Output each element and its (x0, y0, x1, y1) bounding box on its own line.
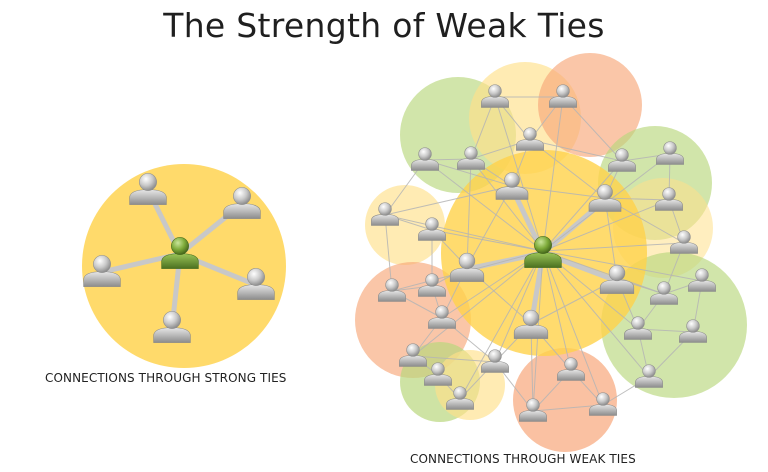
weak-tie-line (542, 250, 703, 282)
center-person-icon (524, 236, 562, 268)
person-icon (481, 349, 509, 373)
person-icon (481, 84, 509, 108)
person-icon (516, 127, 544, 151)
weak-tie-line (424, 159, 544, 252)
weak-tie-line (542, 250, 650, 378)
weak-tie-line (542, 96, 564, 252)
weak-tie-line (542, 250, 665, 295)
weak-ties-caption: CONNECTIONS THROUGH WEAK TIES (410, 452, 636, 466)
weak-tie-line (542, 199, 670, 252)
person-icon (519, 398, 547, 422)
center-person-icon (161, 237, 199, 269)
person-icon (656, 141, 684, 165)
weak-tie-line (542, 242, 685, 252)
weak-tie-line (384, 214, 544, 252)
person-icon (513, 309, 549, 339)
person-icon (418, 273, 446, 297)
person-icon (237, 268, 275, 300)
person-icon (129, 173, 167, 205)
person-icon (679, 319, 707, 343)
person-icon (371, 202, 399, 226)
person-icon (83, 255, 121, 287)
weak-tie-line (494, 96, 544, 252)
person-icon (650, 281, 678, 305)
person-icon (411, 147, 439, 171)
person-icon (589, 392, 617, 416)
person-icon (399, 343, 427, 367)
person-icon (549, 84, 577, 108)
person-icon (624, 316, 652, 340)
person-icon (688, 268, 716, 292)
weak-tie-line (466, 158, 472, 268)
person-icon (428, 305, 456, 329)
person-icon (655, 187, 683, 211)
weak-tie-line (459, 250, 544, 400)
weak-tie-line (412, 250, 544, 357)
weak-tie-line (542, 160, 623, 252)
person-icon (495, 172, 529, 200)
person-icon (588, 184, 622, 212)
weak-tie-line (542, 250, 604, 406)
person-icon (378, 278, 406, 302)
weak-tie-line (511, 185, 606, 199)
weak-tie-line (532, 404, 604, 412)
person-icon (457, 146, 485, 170)
person-icon (608, 148, 636, 172)
person-icon (153, 311, 191, 343)
weak-tie-line (529, 139, 623, 162)
weak-tie-line (384, 214, 393, 292)
weak-tie-line (384, 185, 513, 216)
person-icon (446, 386, 474, 410)
page-title: The Strength of Weak Ties (163, 6, 605, 45)
weak-tie-line (431, 229, 544, 252)
strong-ties-caption: CONNECTIONS THROUGH STRONG TIES (45, 371, 287, 385)
person-icon (635, 364, 663, 388)
people-layer (83, 84, 716, 422)
person-icon (557, 357, 585, 381)
weak-tie-line (542, 250, 572, 371)
person-icon (449, 252, 485, 282)
weak-tie-line (494, 250, 544, 363)
person-icon (599, 264, 635, 294)
weak-tie-line (424, 159, 513, 187)
cluster-circle (538, 53, 642, 157)
weak-tie-line (470, 158, 544, 252)
person-icon (424, 362, 452, 386)
weak-tie-line (604, 197, 670, 201)
person-icon (670, 230, 698, 254)
person-icon (223, 187, 261, 219)
person-icon (418, 217, 446, 241)
